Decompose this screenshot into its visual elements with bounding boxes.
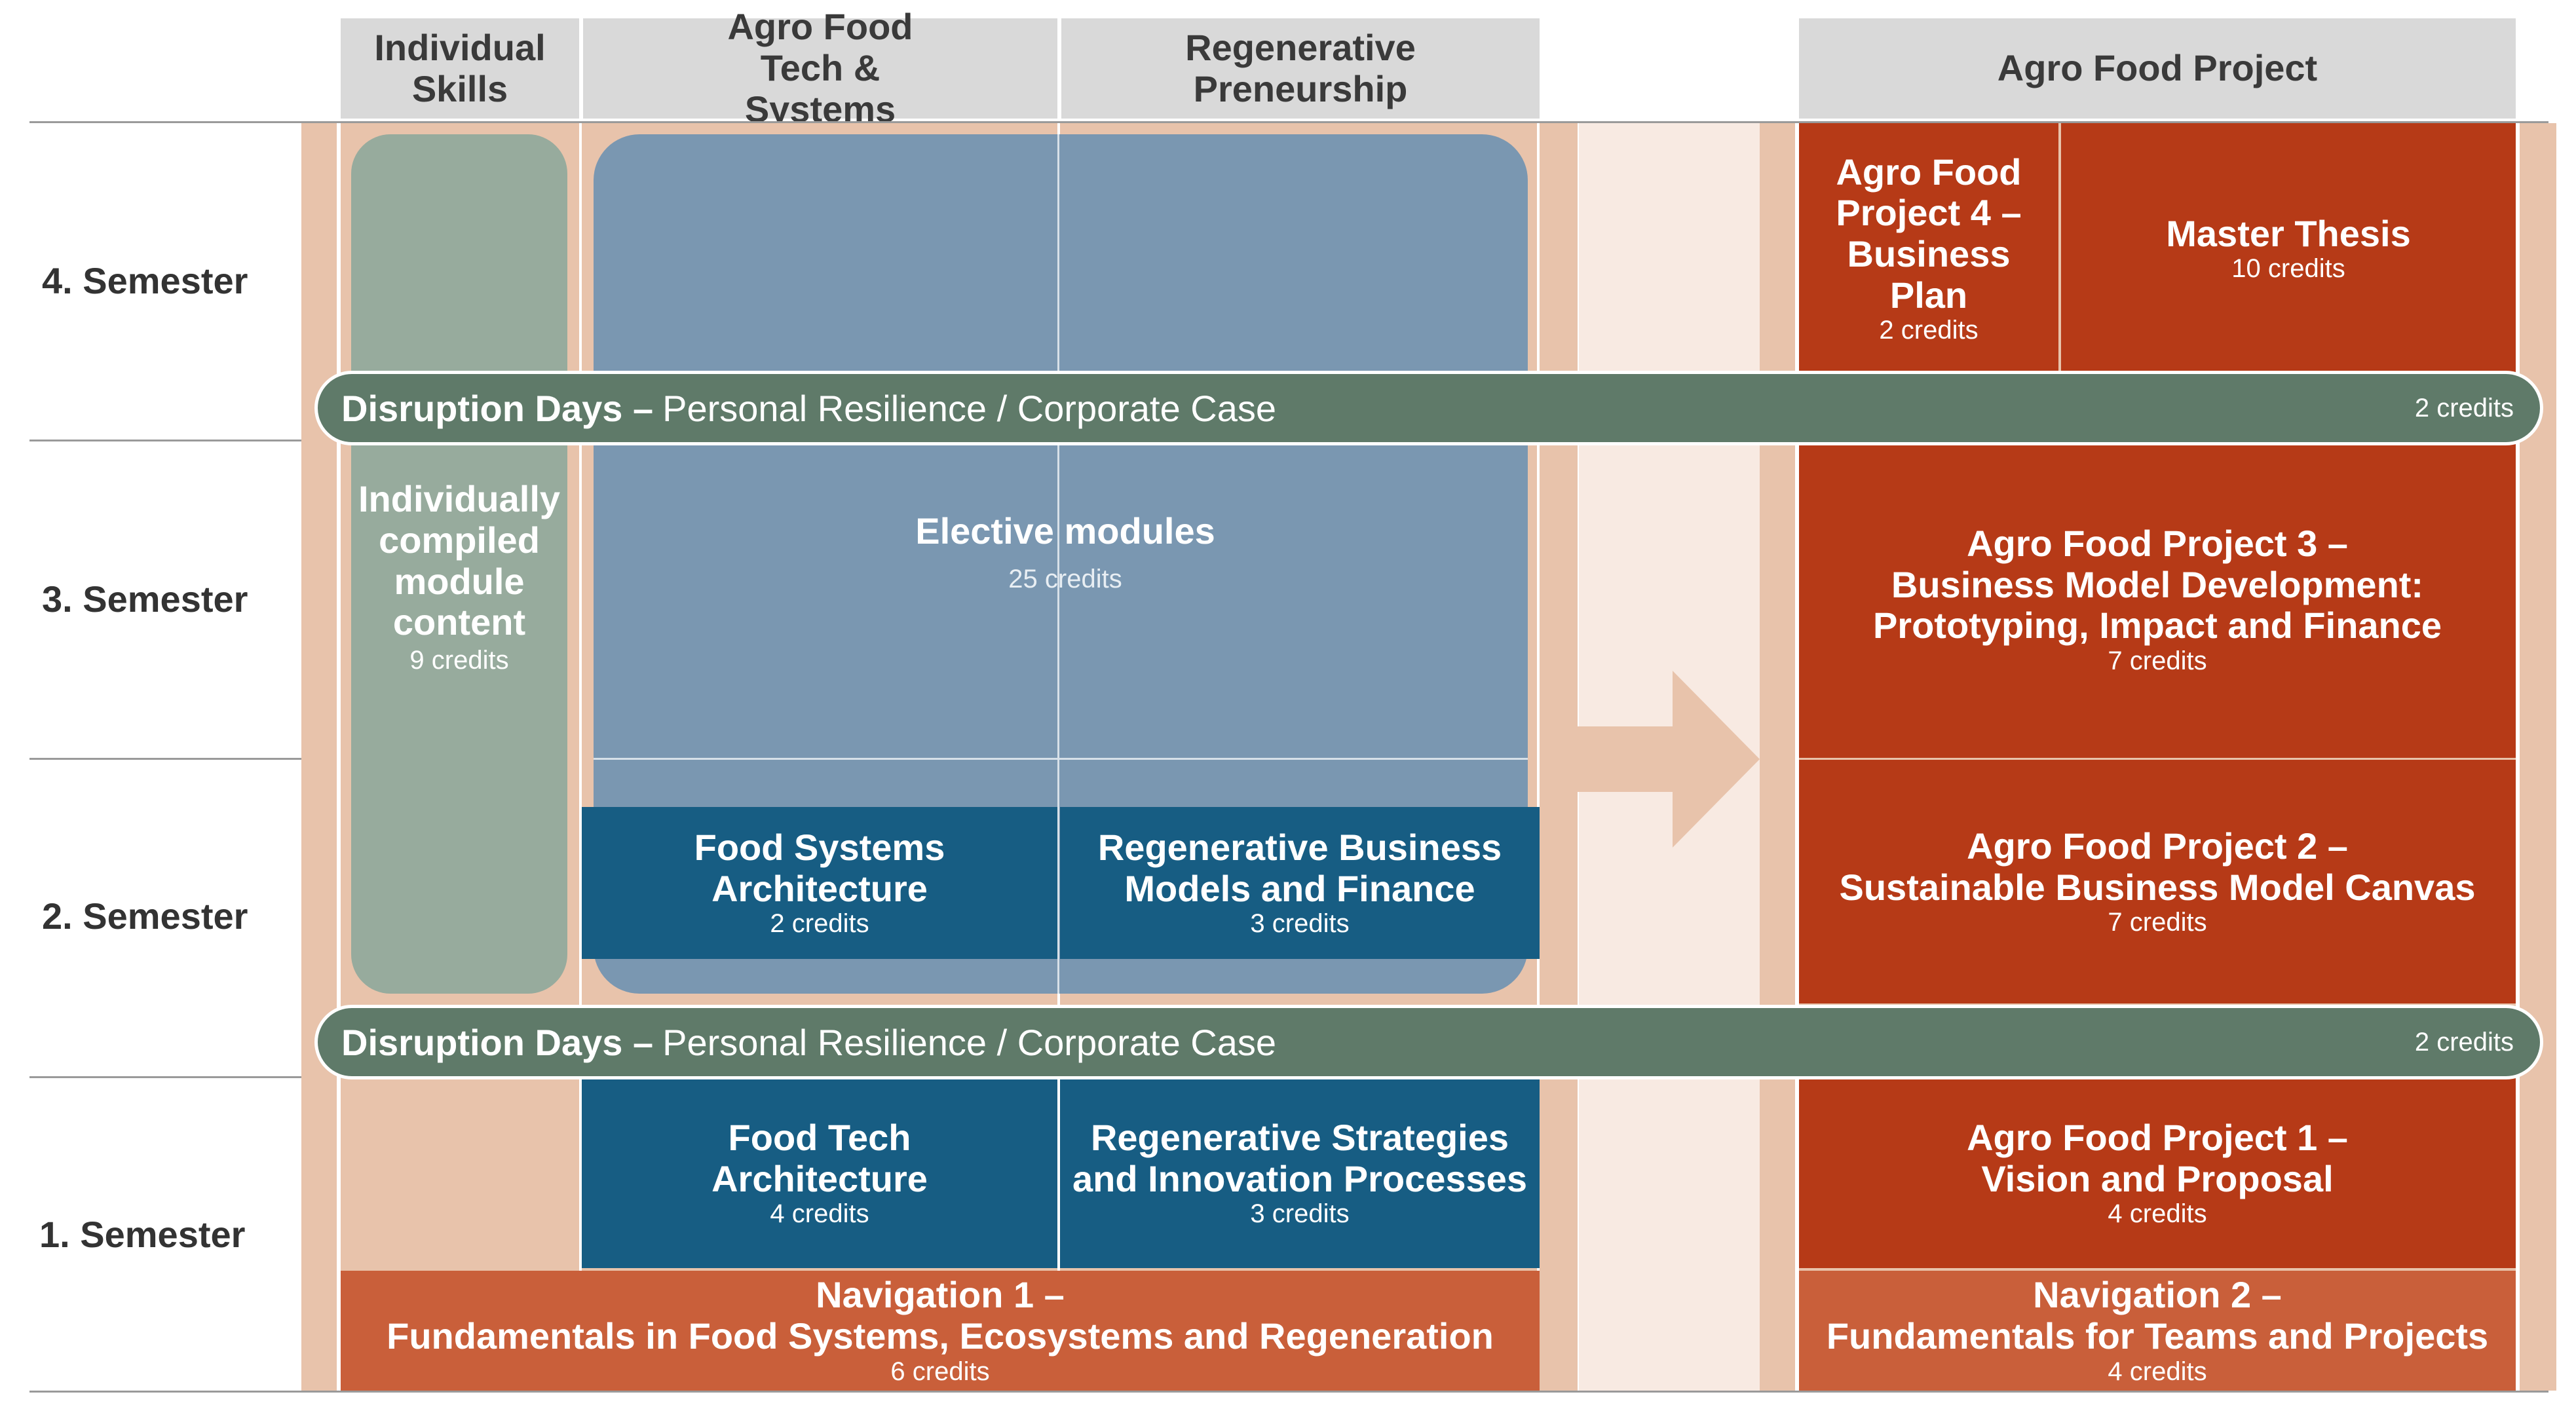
grid-line (579, 123, 582, 1391)
module-title: Agro Food Project 4 – Business Plan (1836, 151, 2022, 316)
header-individual-skills: Individual Skills (341, 18, 579, 119)
module-title-line1: Navigation 2 – (2033, 1274, 2282, 1316)
module-regenerative-strategies: Regenerative Strategies and Innovation P… (1060, 1078, 1540, 1268)
module-title: Master Thesis (2166, 212, 2411, 254)
disruption-days-bar-lower: Disruption Days – Personal Resilience / … (314, 1005, 2543, 1079)
module-title-line2: Sustainable Business Model Canvas (1839, 866, 2476, 908)
right-arrow-icon (1578, 671, 1760, 848)
module-title-line1: Agro Food Project 1 – (1967, 1116, 2348, 1158)
module-title: Food Tech Architecture (711, 1116, 928, 1199)
disruption-days-bar-upper: Disruption Days – Personal Resilience / … (314, 371, 2543, 445)
semester-label-3: 3. Semester (42, 578, 248, 620)
elective-modules-title: Elective modules (915, 510, 1215, 552)
module-credits: 4 credits (2108, 1357, 2207, 1386)
individual-module-block: Individually compiled module content 9 c… (351, 134, 567, 994)
module-title-line2: Fundamentals in Food Systems, Ecosystems… (387, 1315, 1494, 1357)
grid-line (1540, 123, 1578, 1391)
header-regenerative-preneurship: Regenerative Preneurship (1061, 18, 1540, 119)
module-credits: 7 credits (2108, 646, 2207, 676)
module-credits: 4 credits (770, 1199, 869, 1229)
module-credits: 3 credits (1250, 909, 1350, 939)
disruption-credits: 2 credits (2414, 1027, 2514, 1057)
module-navigation-2: Navigation 2 – Fundamentals for Teams an… (1799, 1271, 2516, 1391)
module-title-line2: Vision and Proposal (1981, 1157, 2334, 1199)
module-credits: 2 credits (770, 909, 869, 939)
module-credits: 10 credits (2231, 254, 2345, 284)
module-title: Regenerative Business Models and Finance (1097, 826, 1502, 909)
semester-label-4: 4. Semester (42, 260, 248, 301)
module-title-line2: Fundamentals for Teams and Projects (1826, 1315, 2489, 1357)
semester-label-2: 2. Semester (42, 895, 248, 937)
grid-line (1795, 123, 1799, 1391)
module-credits: 7 credits (2108, 908, 2207, 937)
module-title-line1: Agro Food Project 3 – (1967, 522, 2348, 564)
grid-line (594, 758, 1528, 760)
grid-line (2516, 123, 2520, 1391)
module-credits: 4 credits (2108, 1199, 2207, 1229)
module-title: Food Systems Architecture (694, 826, 945, 909)
header-agro-food-tech: Agro Food Tech & Systems (583, 7, 1057, 130)
module-agro-food-project-1: Agro Food Project 1 – Vision and Proposa… (1799, 1078, 2516, 1268)
header-agro-food-project: Agro Food Project (1799, 18, 2516, 119)
module-credits: 3 credits (1250, 1199, 1350, 1229)
module-agro-food-project-2: Agro Food Project 2 – Sustainable Busine… (1799, 760, 2516, 1003)
row-divider (29, 121, 2548, 123)
disruption-subtitle: Personal Resilience / Corporate Case (662, 1021, 1277, 1063)
elective-modules-credits: 25 credits (1008, 565, 1122, 593)
module-agro-food-project-4: Agro Food Project 4 – Business Plan 2 cr… (1799, 123, 2058, 374)
module-agro-food-project-3: Agro Food Project 3 – Business Model Dev… (1799, 441, 2516, 758)
module-navigation-1: Navigation 1 – Fundamentals in Food Syst… (341, 1271, 1540, 1391)
disruption-title: Disruption Days – (341, 1021, 654, 1063)
disruption-title: Disruption Days – (341, 387, 654, 429)
module-title-line2: Business Model Development: (1891, 563, 2424, 605)
grid-line (337, 123, 341, 1391)
module-food-tech-architecture: Food Tech Architecture 4 credits (582, 1078, 1057, 1268)
individual-module-title: Individually compiled module content (358, 478, 561, 643)
module-regenerative-business-models: Regenerative Business Models and Finance… (1060, 807, 1540, 959)
disruption-credits: 2 credits (2414, 393, 2514, 422)
disruption-subtitle: Personal Resilience / Corporate Case (662, 387, 1277, 429)
module-credits: 6 credits (890, 1357, 990, 1386)
module-credits: 2 credits (1879, 316, 1979, 345)
grid-line (1057, 134, 1059, 994)
module-food-systems-architecture: Food Systems Architecture 2 credits (582, 807, 1057, 959)
module-title-line1: Navigation 1 – (816, 1274, 1065, 1316)
individual-module-credits: 9 credits (409, 646, 509, 675)
row-divider (29, 1391, 2548, 1393)
module-title: Regenerative Strategies and Innovation P… (1072, 1116, 1527, 1199)
module-title-line3: Prototyping, Impact and Finance (1872, 605, 2442, 646)
module-title-line1: Agro Food Project 2 – (1967, 825, 2348, 867)
module-master-thesis: Master Thesis 10 credits (2061, 123, 2516, 374)
semester-label-1: 1. Semester (39, 1214, 246, 1255)
